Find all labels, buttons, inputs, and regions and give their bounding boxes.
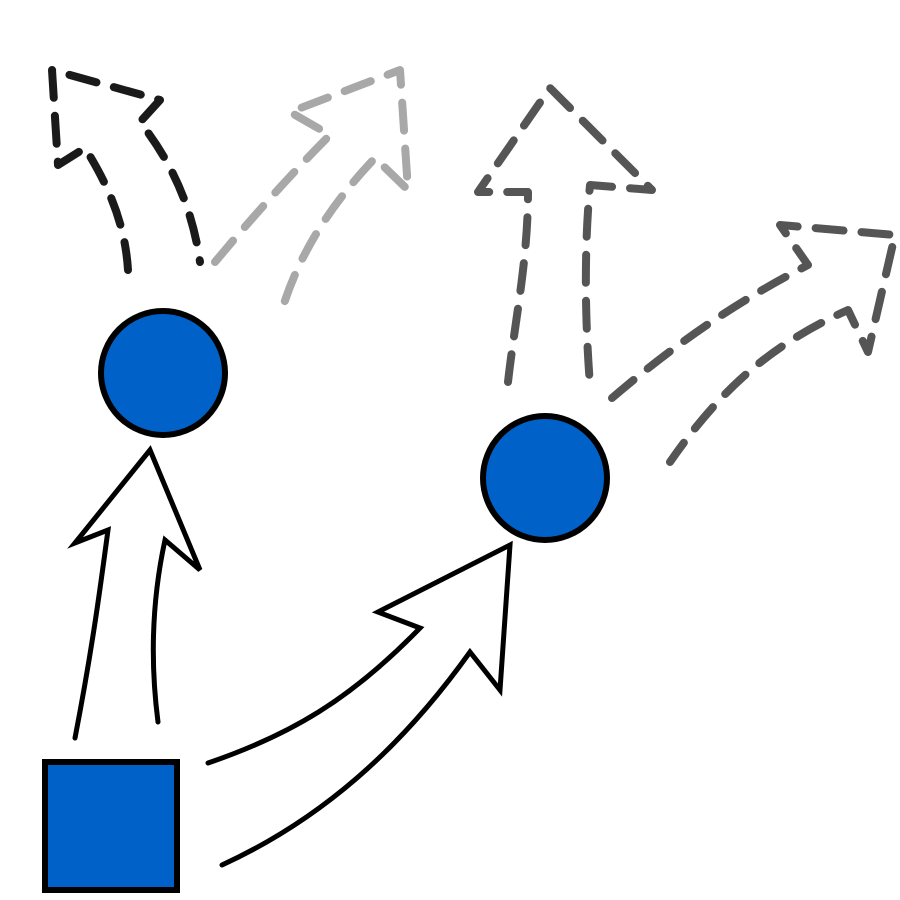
start-square-icon [42,759,180,893]
state-a-circle-icon [98,308,228,438]
solid-arrow-start-to-state-b [205,540,513,868]
state-b-circle-icon [480,413,610,543]
dashed-arrow-state-b-up [474,84,656,389]
dashed-arrow-state-a-light-gray [211,66,412,314]
dashed-arrow-state-b-right [608,221,899,466]
dashed-arrow-state-a-black [48,66,204,274]
solid-arrow-start-to-state-a [67,445,203,741]
